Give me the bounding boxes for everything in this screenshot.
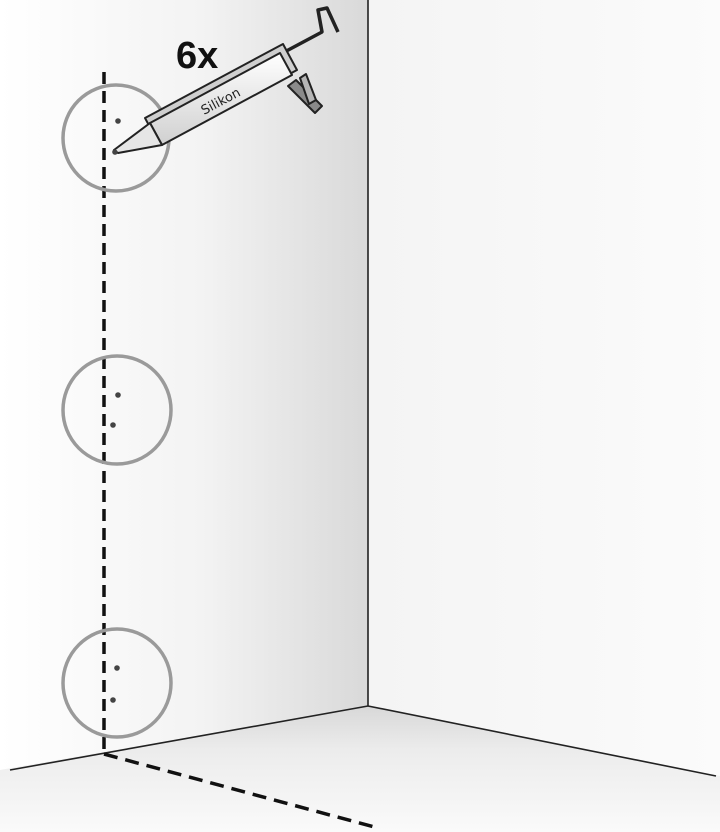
floor-guide-line: [103, 752, 379, 830]
adhesive-dot: [114, 665, 120, 671]
adhesive-dot: [110, 697, 116, 703]
gun-trigger: [299, 73, 317, 105]
adhesive-dot: [110, 422, 116, 428]
adhesive-point-group-bottom: [61, 627, 173, 739]
nozzle-tip: [112, 149, 118, 155]
adhesive-dot: [115, 118, 121, 124]
highlight-circle-icon: [61, 627, 173, 739]
right-wall: [368, 0, 720, 776]
adhesive-dot: [115, 392, 121, 398]
floor: [0, 706, 720, 832]
quantity-label: 6x: [176, 35, 218, 77]
cartridge-nozzle: [113, 122, 163, 154]
left-wall: [0, 0, 368, 770]
plunger-rod: [261, 6, 340, 66]
highlight-circle-icon: [61, 354, 173, 466]
adhesive-point-group-middle: [61, 354, 173, 466]
alignment-guide: [102, 72, 379, 830]
gun-handle: [287, 79, 323, 114]
floor-edge-left: [9, 705, 369, 771]
silicone-caulk-gun-icon: [112, 6, 340, 155]
floor-edge-right: [367, 705, 717, 777]
